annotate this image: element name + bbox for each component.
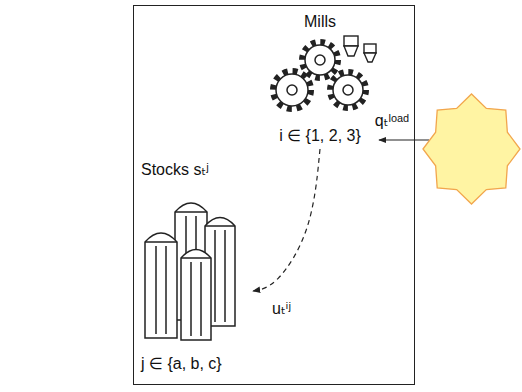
star-shape (423, 94, 520, 204)
input-arrow (379, 139, 429, 140)
hopper (344, 36, 376, 62)
silos (145, 203, 235, 340)
gear (302, 42, 338, 78)
gear (273, 71, 311, 109)
silo (181, 250, 211, 341)
stocks-group: Stocks sₜʲ j ∈ {a, b, c} (138, 159, 250, 374)
index-set: j ∈ {a, b, c} (141, 354, 222, 373)
silo (145, 233, 177, 338)
flow-label: qₜˡᵒᵃᵈ (373, 111, 411, 130)
index-set: i ∈ {1, 2, 3} (279, 126, 361, 145)
dashed-flow-arrow (253, 149, 320, 291)
system-boundary: Mills i ∈ {1, 2, 3} Stocks sₜʲ j ∈ {a, b, c… (133, 5, 415, 385)
mills-group: Mills i ∈ {1, 2, 3} (264, 11, 376, 146)
node-heading: Mills (304, 12, 336, 31)
mill-gears (273, 36, 376, 109)
star-outline (420, 91, 521, 205)
flow-label: uₜⁱʲ (270, 299, 293, 318)
gear (330, 72, 366, 108)
external-source-star (420, 91, 521, 205)
node-heading: Stocks sₜʲ (141, 160, 209, 179)
